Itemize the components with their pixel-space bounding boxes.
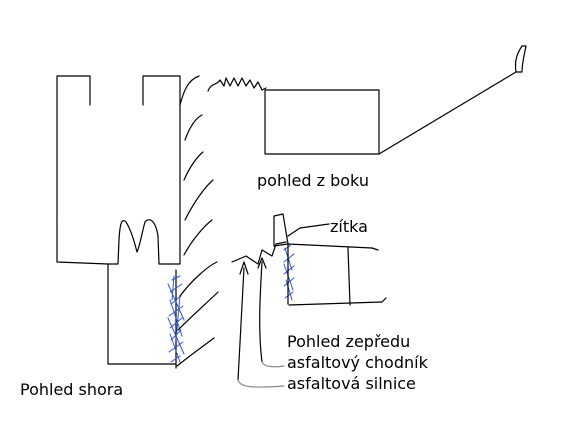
building-outline <box>56 75 181 265</box>
sidewalk-arrowhead <box>257 257 267 269</box>
side-view-rectangle <box>264 89 380 155</box>
wall-cap-label: zítka <box>330 217 368 236</box>
sidewalk-label: asfaltový chodník <box>287 353 429 372</box>
front-view-label: Pohled zepředu <box>287 332 410 351</box>
side-view-drawing <box>264 45 527 155</box>
sidewalk-arrow <box>259 261 263 363</box>
front-view-hatch <box>283 243 295 301</box>
side-view-post <box>514 45 527 73</box>
wall-cap-shape <box>273 213 289 247</box>
front-view-ticks <box>371 247 387 303</box>
road-label: asfaltová silnice <box>287 374 416 393</box>
road-leader <box>237 379 285 388</box>
road-arrow <box>237 267 245 381</box>
top-view-scribble <box>207 77 267 92</box>
top-view-drawing <box>56 75 267 369</box>
top-view-label: Pohled shora <box>20 380 123 399</box>
wall-cap-leader <box>287 223 330 237</box>
front-view-box <box>287 243 383 306</box>
courtyard-outline <box>107 263 177 365</box>
top-view-slope-lines <box>176 75 219 367</box>
top-view-hatch <box>167 275 185 363</box>
road-arrowhead <box>239 261 249 275</box>
front-view-ground <box>231 241 287 265</box>
side-view-label: pohled z boku <box>257 171 369 190</box>
side-view-slope <box>378 71 517 155</box>
front-view-drawing <box>231 213 387 306</box>
front-view-arrows <box>237 257 285 388</box>
sidewalk-leader <box>261 361 285 368</box>
